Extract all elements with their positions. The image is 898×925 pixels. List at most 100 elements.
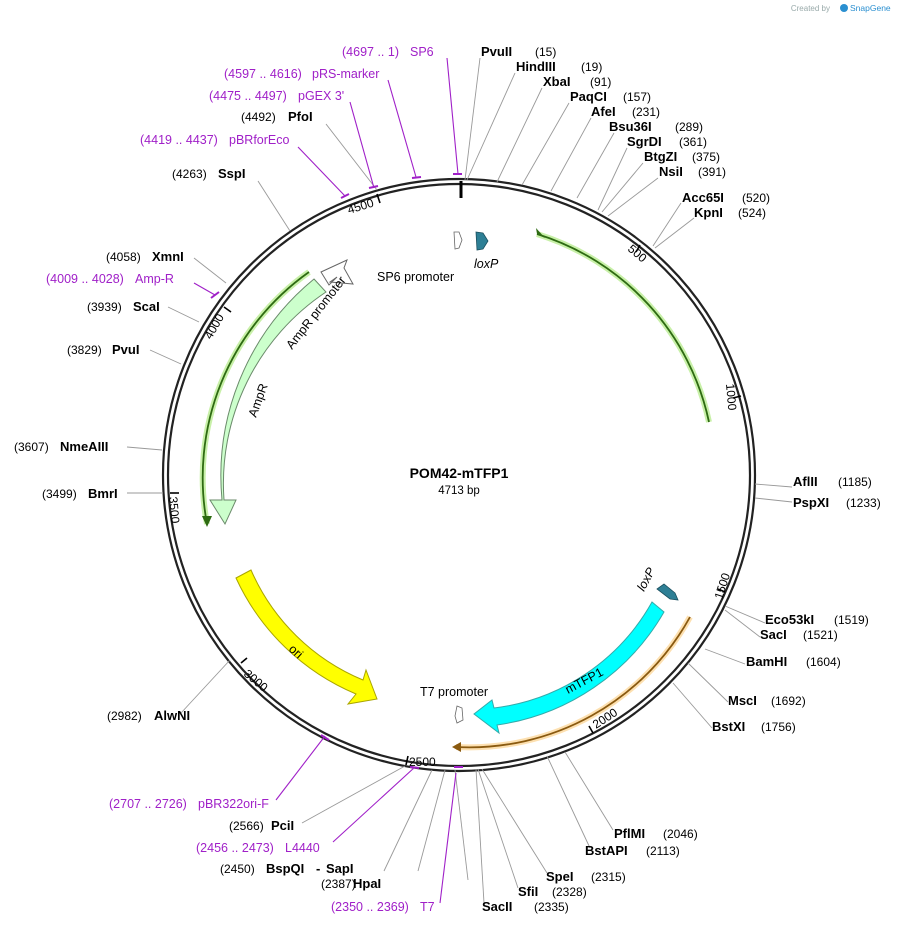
left-green-arc-feature bbox=[201, 271, 310, 525]
site-name-saci: SacI bbox=[760, 627, 787, 642]
orange-arc-feature bbox=[455, 616, 691, 749]
site-name-bspqi: BspQI bbox=[266, 861, 304, 876]
site-name-pcii: PciI bbox=[271, 818, 294, 833]
site-name-xbai: XbaI bbox=[543, 74, 570, 89]
primer-range-pgex3: (4475 .. 4497) bbox=[209, 89, 287, 103]
primer-labels: (4697 .. 1) SP6 (4597 .. 4616) pRS-marke… bbox=[46, 45, 435, 914]
site-name-hpai: HpaI bbox=[353, 876, 381, 891]
ampr-promoter-arrow bbox=[320, 259, 354, 286]
site-pos-bmri: (3499) bbox=[42, 487, 77, 501]
site-name-pvui: PvuI bbox=[112, 342, 139, 357]
site-pos-nmeaiii: (3607) bbox=[14, 440, 49, 454]
loxp-label-top: loxP bbox=[474, 257, 499, 271]
site-name-acc65i: Acc65I bbox=[682, 190, 724, 205]
site-name-sapi: SapI bbox=[326, 861, 353, 876]
primer-name-t7: T7 bbox=[420, 900, 435, 914]
site-pos-acc65i: (520) bbox=[742, 191, 770, 205]
primer-range-pbr322ori-f: (2707 .. 2726) bbox=[109, 797, 187, 811]
site-pos-bsu36i: (289) bbox=[675, 120, 703, 134]
site-pos-kpni: (524) bbox=[738, 206, 766, 220]
site-name-spei: SpeI bbox=[546, 869, 573, 884]
tick-label-4000: 4000 bbox=[201, 311, 227, 341]
site-pos-eco53ki: (1519) bbox=[834, 613, 869, 627]
site-name-nsii: NsiI bbox=[659, 164, 683, 179]
primer-range-prs-marker: (4597 .. 4616) bbox=[224, 67, 302, 81]
tick-label-3500: 3500 bbox=[166, 496, 182, 524]
site-name-hindiii: HindIII bbox=[516, 59, 556, 74]
green-arc-halo bbox=[536, 231, 712, 423]
site-pos-pspxi: (1233) bbox=[846, 496, 881, 510]
credit-text: Created by bbox=[791, 4, 830, 13]
site-name-btgzi: BtgZI bbox=[644, 149, 677, 164]
green-arc-feature bbox=[536, 233, 710, 423]
site-pos-pcii: (2566) bbox=[229, 819, 264, 833]
site-pos-bstxi: (1756) bbox=[761, 720, 796, 734]
plasmid-name: POM42-mTFP1 bbox=[410, 465, 509, 481]
sp6-promoter-label: SP6 promoter bbox=[377, 270, 454, 284]
plasmid-length: 4713 bp bbox=[438, 485, 480, 497]
site-name-afei: AfeI bbox=[591, 104, 616, 119]
loxp-label-bottom: loxP bbox=[634, 565, 658, 594]
primer-range-sp6: (4697 .. 1) bbox=[342, 45, 399, 59]
primer-name-pbrforeco: pBRforEco bbox=[229, 133, 289, 147]
enzyme-labels-left: (2387) HpaI (2450) BspQI - SapI (2566) P… bbox=[14, 109, 381, 891]
site-name-scai: ScaI bbox=[133, 299, 160, 314]
site-pos-sfii: (2328) bbox=[552, 885, 587, 899]
primer-name-pgex3: pGEX 3' bbox=[298, 89, 344, 103]
tick-label-2500: 2500 bbox=[409, 755, 436, 769]
primer-range-pbrforeco: (4419 .. 4437) bbox=[140, 133, 218, 147]
site-pos-sacii: (2335) bbox=[534, 900, 569, 914]
backbone-outer-ring bbox=[161, 177, 757, 773]
site-name-bsu36i: Bsu36I bbox=[609, 119, 652, 134]
site-leader-lines bbox=[126, 57, 793, 904]
site-name-paqci: PaqCI bbox=[570, 89, 607, 104]
site-pos-sgrdi: (361) bbox=[679, 135, 707, 149]
site-pos-hindiii: (19) bbox=[581, 60, 602, 74]
site-pos-btgzi: (375) bbox=[692, 150, 720, 164]
ampr-label: AmpR bbox=[246, 382, 271, 419]
site-name-nmeaiii: NmeAIII bbox=[60, 439, 108, 454]
site-name-bmri: BmrI bbox=[88, 486, 118, 501]
site-pos-pflmi: (2046) bbox=[663, 827, 698, 841]
site-pos-nsii: (391) bbox=[698, 165, 726, 179]
site-pos-sspi: (4263) bbox=[172, 167, 207, 181]
site-pos-xmni: (4058) bbox=[106, 250, 141, 264]
site-name-pfoi: PfoI bbox=[288, 109, 313, 124]
loxp-arrow-top bbox=[475, 231, 489, 251]
site-name-pflmi: PflMI bbox=[614, 826, 645, 841]
site-pos-scai: (3939) bbox=[87, 300, 122, 314]
snapgene-logo-icon bbox=[840, 4, 848, 12]
site-name-sfii: SfiI bbox=[518, 884, 538, 899]
site-pos-saci: (1521) bbox=[803, 628, 838, 642]
t7-promoter-label: T7 promoter bbox=[420, 685, 488, 699]
site-dash-separator: - bbox=[316, 861, 320, 876]
green-arc-arrowhead bbox=[536, 228, 545, 238]
site-name-kpni: KpnI bbox=[694, 205, 723, 220]
site-name-aflii: AflII bbox=[793, 474, 818, 489]
site-pos-spei: (2315) bbox=[591, 870, 626, 884]
site-pos-pfoi: (4492) bbox=[241, 110, 276, 124]
site-pos-bspqi: (2450) bbox=[220, 862, 255, 876]
site-name-bamhi: BamHI bbox=[746, 654, 787, 669]
site-name-sgrdi: SgrDI bbox=[627, 134, 662, 149]
primer-range-t7: (2350 .. 2369) bbox=[331, 900, 409, 914]
site-name-xmni: XmnI bbox=[152, 249, 184, 264]
site-pos-aflii: (1185) bbox=[838, 475, 872, 489]
tick-marks bbox=[170, 193, 742, 766]
primer-name-prs-marker: pRS-marker bbox=[312, 67, 379, 81]
enzyme-labels-right: PvuII (15) HindIII (19) XbaI (91) PaqCI … bbox=[481, 44, 881, 914]
t7-promoter-arrow bbox=[454, 705, 464, 724]
ampr-feature bbox=[209, 278, 327, 526]
primer-name-l4440: L4440 bbox=[285, 841, 320, 855]
site-pos-msci: (1692) bbox=[771, 694, 806, 708]
loxp-arrow-bottom bbox=[656, 583, 679, 601]
primer-range-l4440: (2456 .. 2473) bbox=[196, 841, 274, 855]
site-pos-bstapi: (2113) bbox=[646, 844, 680, 858]
site-name-sacii: SacII bbox=[482, 899, 512, 914]
site-name-pspxi: PspXI bbox=[793, 495, 829, 510]
site-name-sspi: SspI bbox=[218, 166, 245, 181]
site-pos-pvui: (3829) bbox=[67, 343, 102, 357]
site-pos-bamhi: (1604) bbox=[806, 655, 841, 669]
